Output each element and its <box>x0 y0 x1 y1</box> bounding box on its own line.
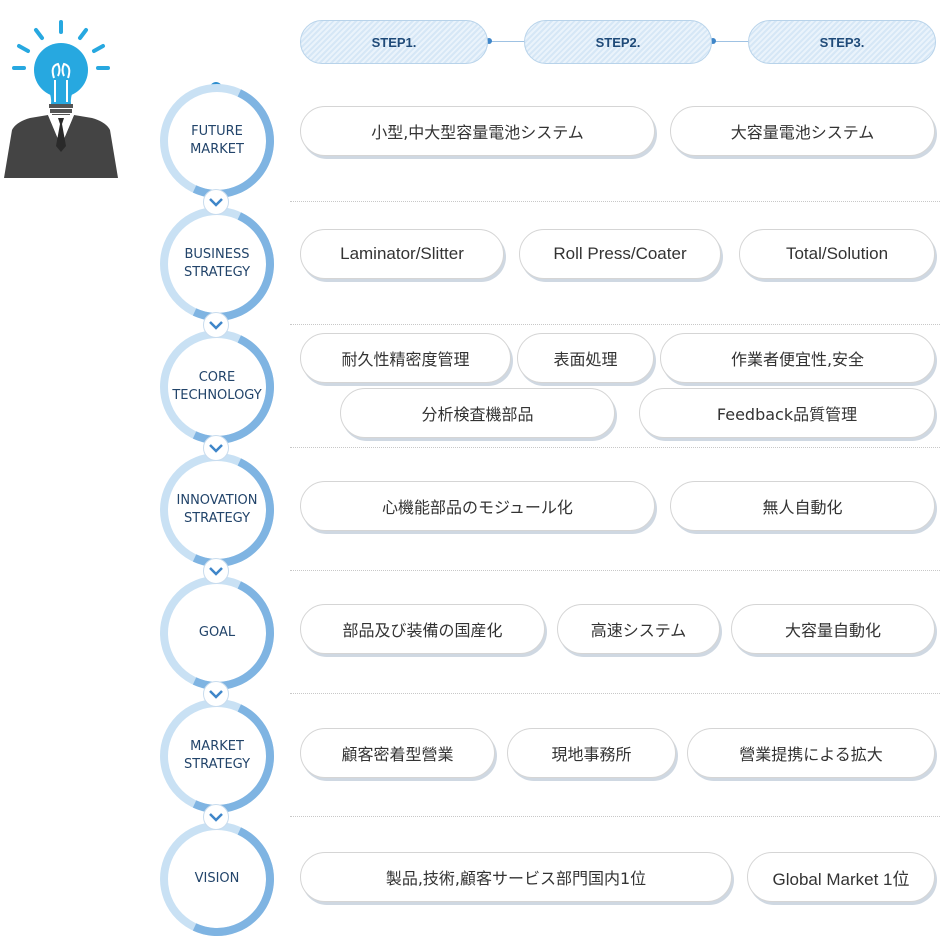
item-pill: 小型,中大型容量電池システム <box>300 106 655 156</box>
row-divider <box>290 324 940 325</box>
stage-innovation-strategy: INNOVATION STRATEGY <box>160 453 274 567</box>
stage-future-market: FUTURE MARKET <box>160 84 274 198</box>
item-pill: Roll Press/Coater <box>519 229 721 279</box>
step-2: STEP2. <box>524 20 712 64</box>
stage-goal: GOAL <box>160 576 274 690</box>
chevron-down-icon <box>203 312 229 338</box>
row-divider <box>290 693 940 694</box>
row-divider <box>290 447 940 448</box>
item-pill: 分析検査機部品 <box>340 388 615 438</box>
step-connector <box>713 41 749 42</box>
step-dot <box>710 38 716 44</box>
item-pill: 現地事務所 <box>507 728 676 778</box>
stage-label: MARKET <box>190 142 244 157</box>
item-pill: 表面処理 <box>517 333 654 383</box>
step-connector <box>489 41 525 42</box>
stage-vision: VISION <box>160 822 274 936</box>
stage-label: GOAL <box>198 625 236 640</box>
stage-label: BUSINESS <box>184 247 250 262</box>
stage-label: STRATEGY <box>183 265 251 280</box>
stage-market-strategy: MARKET STRATEGY <box>160 699 274 813</box>
item-pill: Feedback品質管理 <box>639 388 935 438</box>
stage-label: STRATEGY <box>183 511 251 526</box>
stage-label: STRATEGY <box>183 757 251 772</box>
stage-label: CORE <box>198 370 236 385</box>
row-divider <box>290 570 940 571</box>
chevron-down-icon <box>203 681 229 707</box>
stage-label: MARKET <box>190 739 244 754</box>
item-pill: 大容量自動化 <box>731 604 935 654</box>
item-pill: Total/Solution <box>739 229 935 279</box>
step-1: STEP1. <box>300 20 488 64</box>
item-pill: 大容量電池システム <box>670 106 935 156</box>
item-pill: 耐久性精密度管理 <box>300 333 511 383</box>
row-divider <box>290 816 940 817</box>
item-pill: 無人自動化 <box>670 481 935 531</box>
chevron-down-icon <box>203 804 229 830</box>
item-pill: Laminator/Slitter <box>300 229 504 279</box>
item-pill: 製品,技術,顧客サービス部門国内1位 <box>300 852 732 902</box>
item-pill: 部品及び装備の国産化 <box>300 604 545 654</box>
item-pill: 心機能部品のモジュール化 <box>300 481 655 531</box>
item-pill: 高速システム <box>557 604 720 654</box>
chevron-down-icon <box>203 189 229 215</box>
step-3: STEP3. <box>748 20 936 64</box>
chevron-down-icon <box>203 558 229 584</box>
lightbulb-businessman-icon <box>4 20 118 178</box>
stage-core-technology: CORE TECHNOLOGY <box>160 330 274 444</box>
stage-label: FUTURE <box>191 124 243 139</box>
chevron-down-icon <box>203 435 229 461</box>
step-dot <box>486 38 492 44</box>
stage-label: TECHNOLOGY <box>172 388 262 403</box>
stage-label: VISION <box>194 871 240 886</box>
row-divider <box>290 201 940 202</box>
stage-label: INNOVATION <box>176 493 258 508</box>
stage-business-strategy: BUSINESS STRATEGY <box>160 207 274 321</box>
item-pill: 顧客密着型營業 <box>300 728 495 778</box>
item-pill: 作業者便宜性,安全 <box>660 333 935 383</box>
item-pill: Global Market 1位 <box>747 852 935 902</box>
item-pill: 營業提携による拡大 <box>687 728 935 778</box>
